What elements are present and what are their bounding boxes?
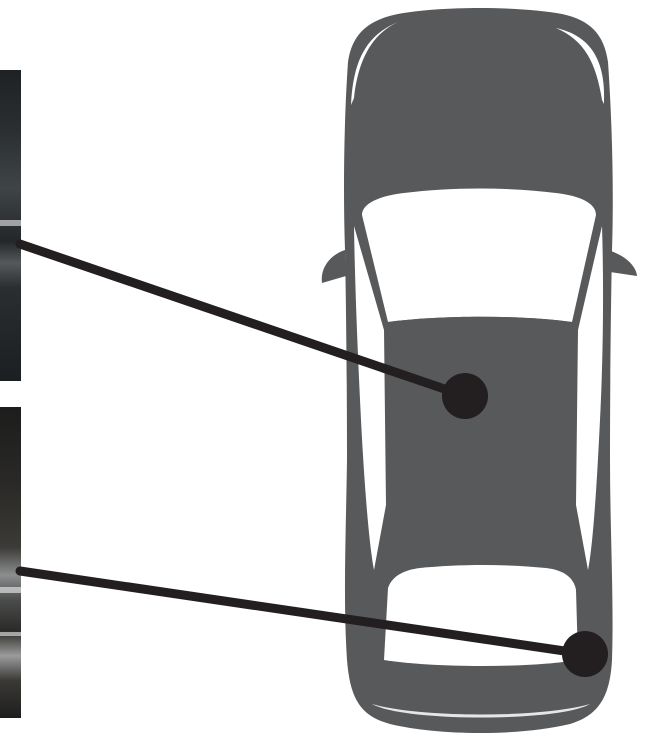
front-windshield <box>362 189 596 323</box>
roof-panel <box>386 317 576 518</box>
left-mirror <box>322 250 346 283</box>
callout-roof-dot <box>442 373 488 419</box>
callout-rear-corner-dot <box>562 631 608 677</box>
right-mirror <box>608 250 637 276</box>
